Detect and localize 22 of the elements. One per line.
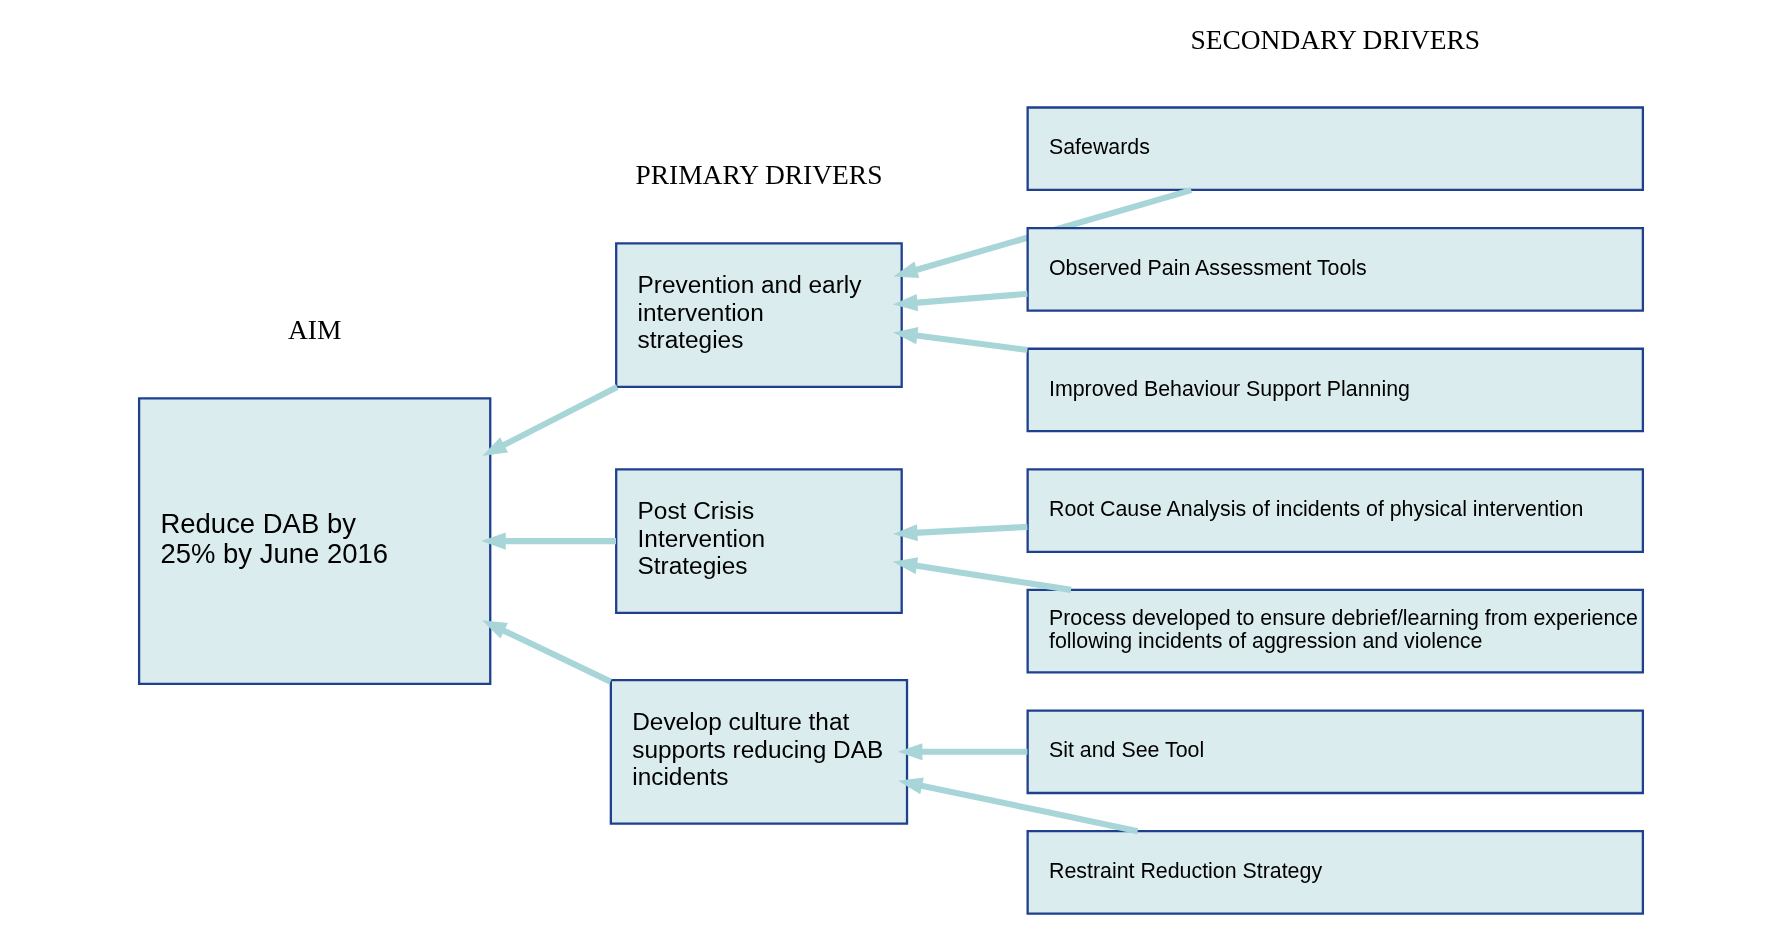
arrow — [892, 523, 1028, 542]
node-box: Process developed to ensure debrief/learning from experience following incidents of aggression and violence — [1026, 588, 1644, 674]
node-box: Prevention and early intervention strategies — [614, 242, 903, 389]
node-box: Root Cause Analysis of incidents of physical intervention — [1026, 468, 1644, 553]
node-box: Post Crisis Intervention Strategies — [614, 468, 903, 614]
node-box: Restraint Reduction Strategy — [1026, 830, 1644, 915]
label: SECONDARY DRIVERS — [1189, 24, 1480, 55]
arrow — [480, 532, 616, 550]
arrow — [892, 290, 1028, 312]
arrow — [481, 620, 612, 685]
node-box: Develop culture that supports reducing DAB incidents — [609, 678, 908, 825]
node-box: Reduce DAB by 25% by June 2016 — [137, 397, 491, 685]
arrow — [892, 557, 1071, 593]
arrow — [892, 327, 1028, 353]
node-box: Sit and See Tool — [1026, 709, 1644, 795]
label: AIM — [287, 314, 341, 345]
label: PRIMARY DRIVERS — [634, 160, 882, 191]
node-box: Improved Behaviour Support Planning — [1026, 347, 1644, 433]
arrow — [481, 384, 619, 457]
arrow — [897, 743, 1027, 761]
node-box: Safewards — [1026, 106, 1644, 192]
node-box: Observed Pain Assessment Tools — [1026, 227, 1644, 312]
